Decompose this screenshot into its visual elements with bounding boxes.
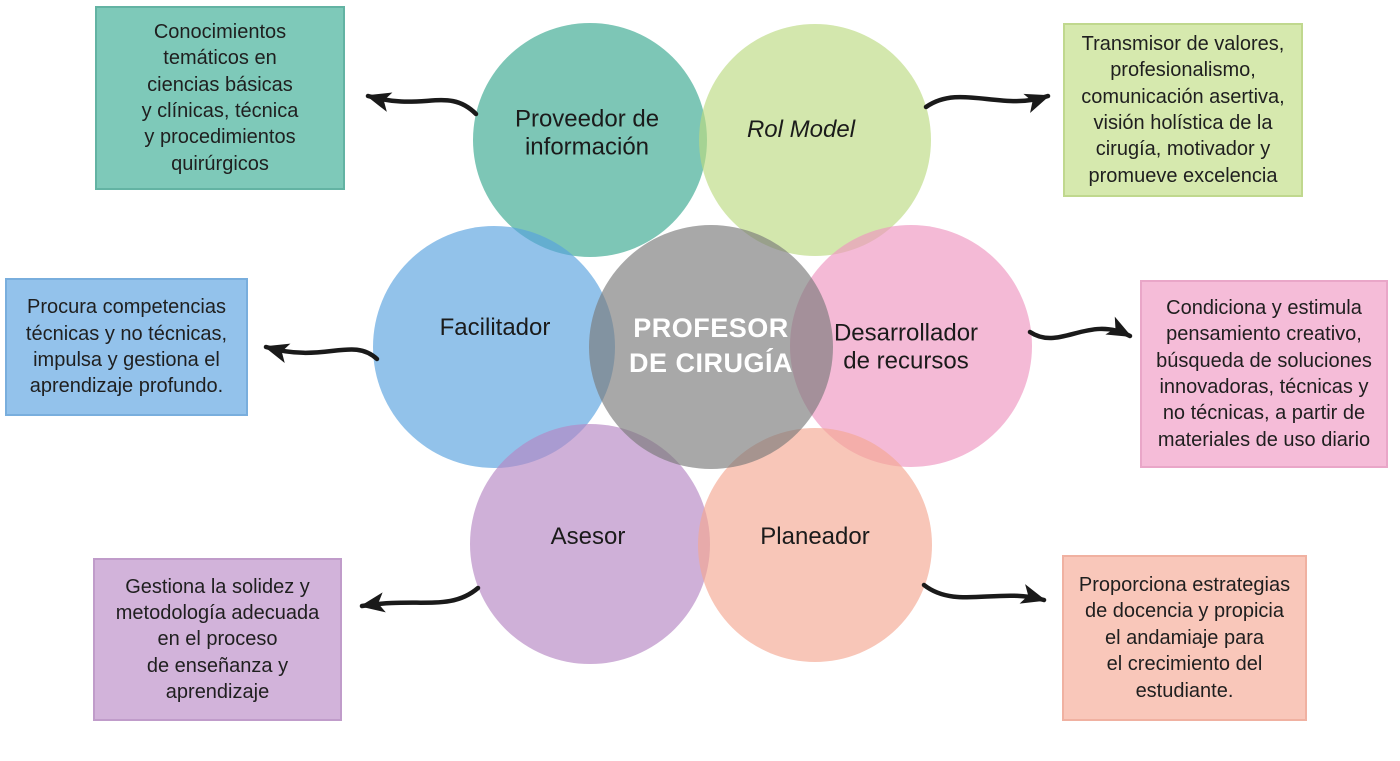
circle-label-asesor: Asesor <box>550 523 626 551</box>
center-title: PROFESOR DE CIRUGÍA <box>628 312 794 378</box>
circle-proveedor <box>473 23 707 257</box>
description-box-planeador: Proporciona estrategias de docencia y pr… <box>1062 555 1307 721</box>
circle-asesor <box>470 424 710 664</box>
description-box-facilitador: Procura competencias técnicas y no técni… <box>5 278 248 416</box>
circle-label-facilitador: Facilitador <box>439 314 551 342</box>
description-box-proveedor: Conocimientos temáticos en ciencias bási… <box>95 6 345 190</box>
circle-rol-model <box>699 24 931 256</box>
circle-label-rol-model: Rol Model <box>746 116 856 144</box>
arrow-planeador-icon <box>921 582 1047 604</box>
description-box-desarrollador: Condiciona y estimula pensamiento creati… <box>1140 280 1388 468</box>
description-box-asesor: Gestiona la solidez y metodología adecua… <box>93 558 342 721</box>
circle-label-desarrollador: Desarrollador de recursos <box>833 319 979 374</box>
circle-planeador <box>698 428 932 662</box>
circle-label-proveedor: Proveedor de información <box>514 105 660 160</box>
arrow-proveedor-icon <box>365 92 479 117</box>
circle-label-planeador: Planeador <box>760 523 870 551</box>
arrow-desarrollador-icon <box>1027 316 1133 341</box>
arrow-facilitador-icon <box>263 343 380 364</box>
circle-center <box>589 225 833 469</box>
description-box-rol-model: Transmisor de valores, profesionalismo, … <box>1063 23 1303 197</box>
arrow-rol-model-icon <box>923 93 1051 113</box>
arrow-asesor-icon <box>359 585 481 613</box>
